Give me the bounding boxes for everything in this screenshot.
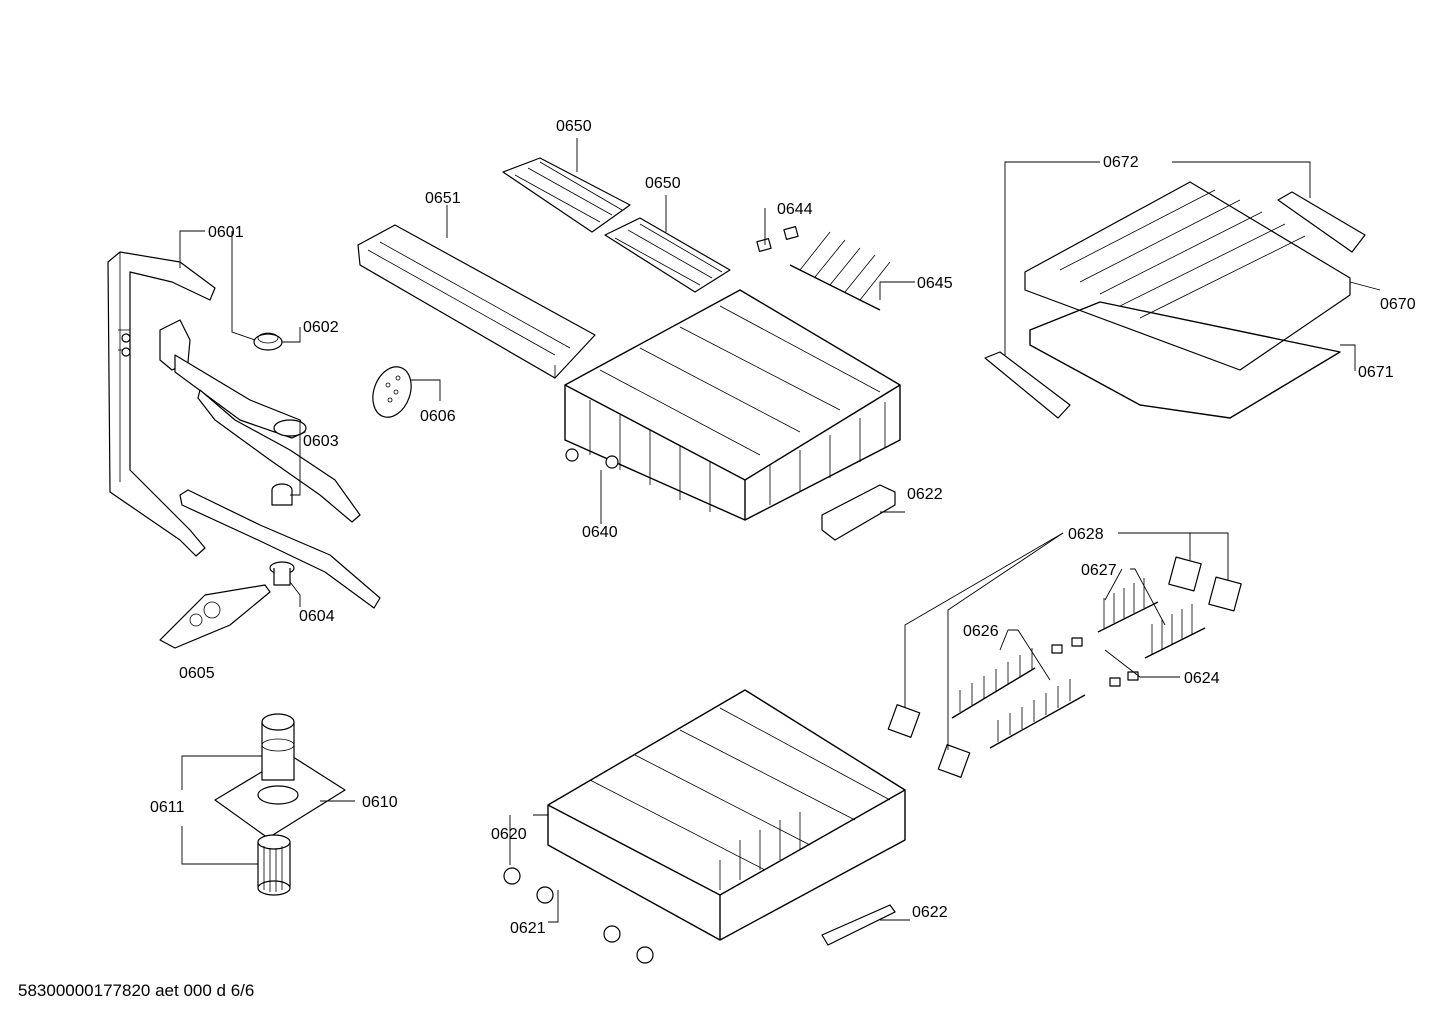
- part-small-clips: [1051, 637, 1139, 687]
- label-0621[interactable]: 0621: [510, 920, 546, 937]
- part-upper-spray-arm: [159, 319, 361, 523]
- part-hinge-top: [1168, 556, 1242, 612]
- document-id: 58300000177820 aet 000 d 6/6: [18, 981, 255, 1000]
- label-0651[interactable]: 0651: [425, 190, 461, 207]
- part-filter-plate: [214, 713, 346, 896]
- part-rail-right: [1277, 191, 1366, 253]
- label-0611[interactable]: 0611: [150, 799, 185, 816]
- part-cutlery-drawer: [1024, 181, 1351, 371]
- label-0602[interactable]: 0602: [303, 319, 339, 336]
- label-0644[interactable]: 0644: [777, 201, 813, 218]
- part-insert-lower: [604, 217, 731, 293]
- label-0670[interactable]: 0670: [1380, 296, 1416, 313]
- label-0671[interactable]: 0671: [1358, 364, 1394, 381]
- part-cap: [372, 366, 412, 418]
- part-handle-upper: [821, 484, 896, 541]
- part-clips: [756, 226, 799, 252]
- part-lower-basket: [547, 689, 906, 941]
- label-0628[interactable]: 0628: [1068, 526, 1104, 543]
- part-rail-left: [984, 351, 1071, 419]
- label-0604[interactable]: 0604: [299, 608, 335, 625]
- part-handle-lower: [821, 904, 896, 946]
- part-lower-spray-arm: [179, 483, 381, 609]
- label-0601[interactable]: 0601: [208, 224, 244, 241]
- part-insert-upper: [502, 157, 631, 233]
- label-0624[interactable]: 0624: [1184, 670, 1220, 687]
- label-0650-lower[interactable]: 0650: [645, 175, 681, 192]
- label-0627[interactable]: 0627: [1081, 562, 1117, 579]
- part-cup-rack: [789, 231, 891, 311]
- label-0622-lower[interactable]: 0622: [912, 904, 948, 921]
- part-cutlery-tray: [357, 224, 596, 379]
- label-0610[interactable]: 0610: [362, 794, 398, 811]
- label-0645[interactable]: 0645: [917, 275, 953, 292]
- part-hinge-left: [887, 704, 971, 778]
- label-0672[interactable]: 0672: [1103, 154, 1139, 171]
- label-0626[interactable]: 0626: [963, 623, 999, 640]
- label-0606[interactable]: 0606: [420, 408, 456, 425]
- leader-lines: [179, 138, 1381, 923]
- label-0622-upper[interactable]: 0622: [907, 486, 943, 503]
- part-upper-basket: [564, 289, 901, 521]
- label-0640[interactable]: 0640: [582, 524, 618, 541]
- part-tine-rows: [951, 578, 1206, 749]
- part-wheels: [503, 867, 654, 964]
- part-labels: 0601 0602 0603 0604 0605 0606 0610 0611 …: [150, 118, 1416, 937]
- label-0650-upper[interactable]: 0650: [556, 118, 592, 135]
- label-0605[interactable]: 0605: [179, 665, 215, 682]
- label-0603[interactable]: 0603: [303, 433, 339, 450]
- part-supply-pipe: [107, 251, 216, 557]
- part-micro-filter: [159, 584, 271, 649]
- part-drawer-frame: [1029, 301, 1341, 419]
- part-nut: [253, 332, 283, 351]
- label-0620[interactable]: 0620: [491, 826, 527, 843]
